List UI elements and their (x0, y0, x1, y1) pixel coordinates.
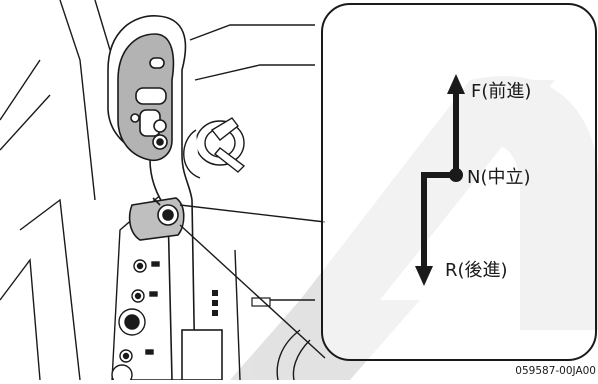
lever-switch (130, 198, 184, 240)
neutral-label: N(中立) (467, 167, 531, 188)
shift-diagram-panel (322, 4, 596, 360)
forward-label: F(前進) (471, 81, 531, 102)
figure-code: 059587-00JA00 (515, 365, 596, 377)
neutral-point (449, 168, 463, 182)
reverse-label: R(後進) (445, 260, 508, 281)
ignition-key-switch (184, 118, 244, 178)
